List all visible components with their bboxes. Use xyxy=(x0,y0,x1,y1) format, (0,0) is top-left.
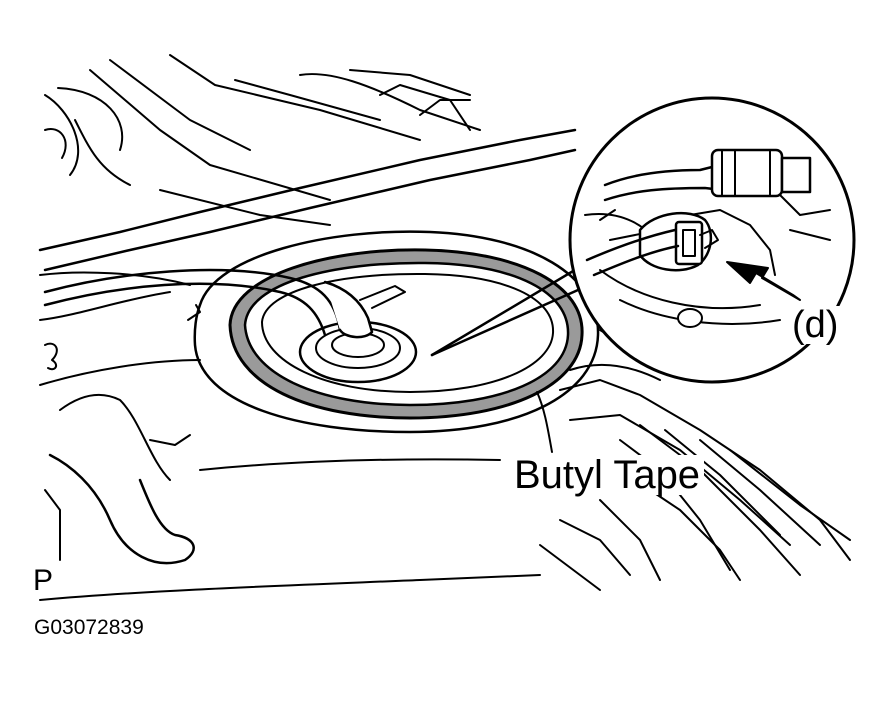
view-letter: P xyxy=(33,564,54,597)
butyl-tape-leader xyxy=(536,391,553,453)
detail-leader xyxy=(430,256,607,357)
arrow-icon xyxy=(726,261,801,301)
service-opening xyxy=(43,230,600,434)
figure-code: G03072839 xyxy=(34,616,144,639)
butyl-tape-label: Butyl Tape xyxy=(510,455,705,495)
detail-circle xyxy=(568,96,856,384)
detail-marker-label: (d) xyxy=(790,304,841,346)
